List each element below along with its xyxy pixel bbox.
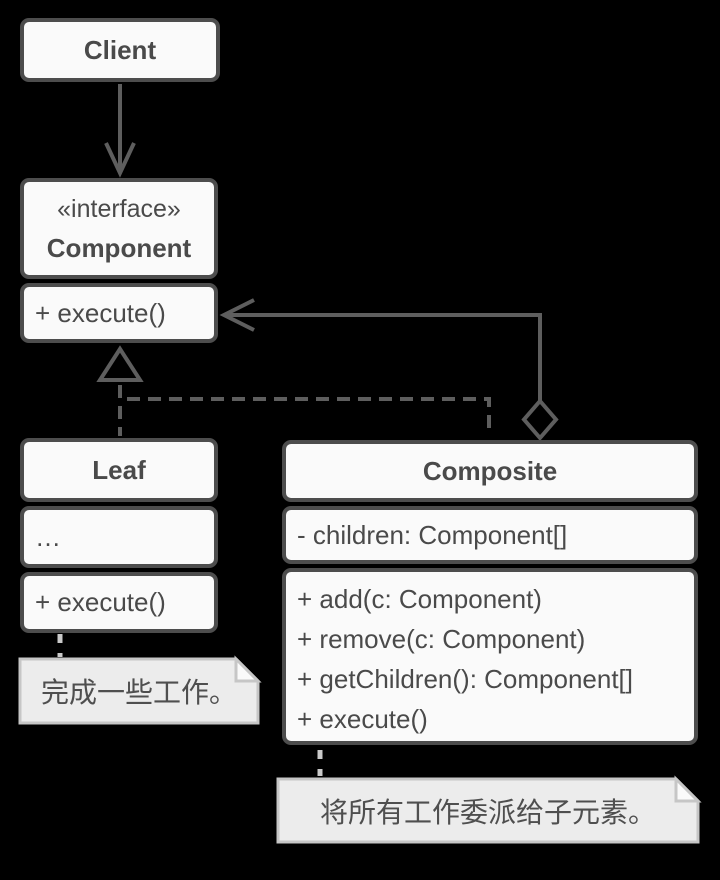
class-leaf-name: Leaf [92,454,146,485]
class-leaf-title: Leaf [20,438,218,502]
class-leaf-attributes: … [20,506,218,568]
leaf-note-fold-icon [234,655,262,683]
method-label: + execute() [35,297,166,328]
leaf-note-text: 完成一些工作。 [40,677,237,708]
method-label: + execute() [35,587,166,617]
class-leaf: Leaf … + execute() [20,438,218,633]
class-composite-name: Composite [422,455,558,486]
method-label: + add(c: Component) [297,584,542,614]
class-composite-title: Composite [282,440,698,502]
generalization-triangle-icon [96,345,144,382]
open-arrowhead-left-icon [219,298,255,332]
aggregation-diamond-icon [521,397,559,442]
attribute-label: … [35,521,61,552]
class-composite: Composite - children: Component[] + add(… [282,440,698,745]
composite-note-shape [276,777,700,844]
class-component: «interface» Component + execute() [20,178,218,343]
attribute-label: - children: Component[] [297,519,568,550]
method-label: + execute() [297,704,428,734]
composite-note-text: 将所有工作委派给子元素。 [319,796,656,828]
class-leaf-methods: + execute() [20,572,218,633]
class-client: Client [20,18,220,82]
method-label: + getChildren(): Component[] [297,664,634,694]
class-client-title: Client [20,18,220,82]
open-arrowhead-down-icon [104,142,136,178]
class-composite-methods: + add(c: Component) + remove(c: Componen… [282,568,698,745]
class-component-name: Component [46,232,192,263]
class-component-title: «interface» Component [20,178,218,279]
class-client-name: Client [83,34,157,65]
composite-component-aggregation-line [225,313,542,401]
stereotype-label: «interface» [57,194,181,223]
method-label: + remove(c: Component) [297,624,586,654]
class-composite-attributes: - children: Component[] [282,506,698,564]
class-component-methods: + execute() [20,283,218,343]
composite-realization-dashed-line [127,397,491,436]
leaf-note-shape [18,657,260,725]
composite-note-fold-icon [674,775,702,803]
